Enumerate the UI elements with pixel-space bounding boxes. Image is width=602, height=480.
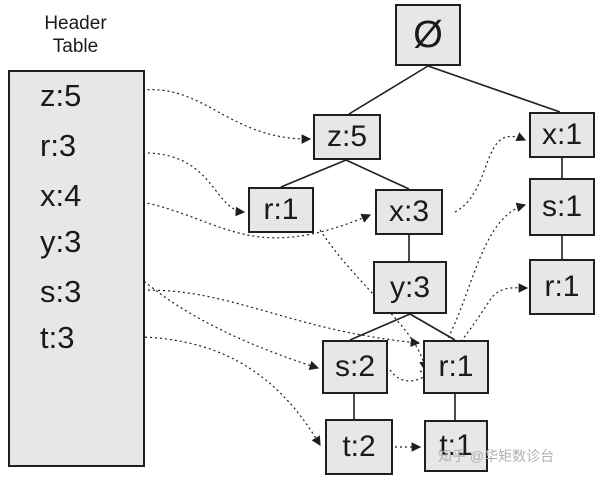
header-entry-y: y:3 (40, 224, 82, 259)
tree-edges (280, 65, 563, 420)
tree-node-r1-right: r:1 (529, 259, 595, 315)
tree-node-r1-bottom: r:1 (423, 340, 489, 394)
tree-node-t2: t:2 (325, 419, 393, 475)
tree-node-r1-left: r:1 (248, 187, 314, 233)
header-table-title-line1: Header (44, 13, 107, 34)
watermark: 知乎 @华矩数诊台 (438, 448, 555, 464)
header-table-title: Header Table (8, 12, 143, 58)
header-entry-x: x:4 (40, 178, 82, 213)
header-table-title-line2: Table (52, 36, 99, 57)
tree-node-z5: z:5 (313, 114, 381, 160)
header-entry-t: t:3 (40, 320, 75, 355)
tree-node-t1: t:1 (424, 420, 488, 472)
header-entry-z: z:5 (40, 78, 82, 113)
tree-node-x3: x:3 (375, 189, 443, 235)
tree-root-node: Ø (395, 4, 461, 66)
tree-node-x1: x:1 (529, 112, 595, 158)
header-table (8, 70, 145, 467)
tree-node-s2: s:2 (322, 340, 388, 394)
tree-node-y3: y:3 (373, 261, 447, 314)
tree-node-s1: s:1 (529, 178, 595, 236)
header-entry-r: r:3 (40, 128, 77, 163)
header-entry-s: s:3 (40, 274, 82, 309)
